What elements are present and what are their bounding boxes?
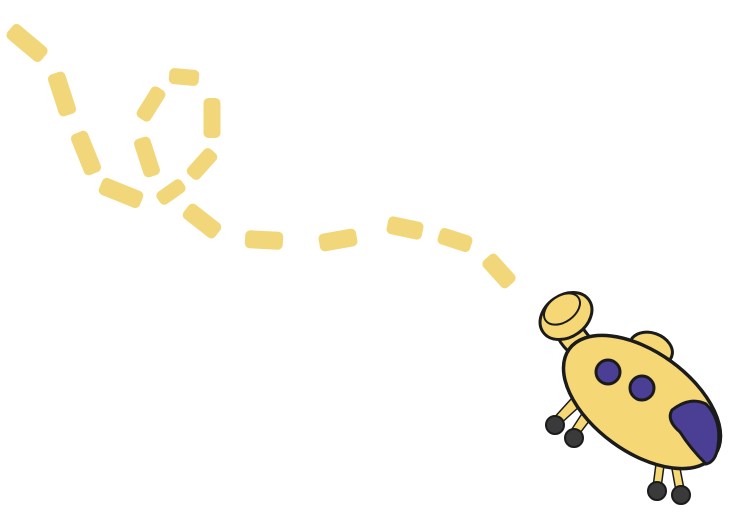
wheel-icon [564,428,584,448]
tail-cap-rim [542,292,582,326]
trail-dash [6,24,48,62]
trail-dash [203,98,221,138]
trail-dash [186,148,218,180]
airship-icon [538,290,723,505]
trail-dash [182,203,222,239]
trail-dash [168,68,200,86]
trail-dash [136,86,166,122]
trail-dash [70,130,102,176]
wheel-icon [545,415,565,435]
cockpit-window [668,399,721,466]
trail-dash [47,71,77,117]
porthole-window [628,374,656,402]
trail-dash [482,253,516,289]
trail-dash [386,216,424,240]
wheel-icon [647,481,667,501]
trail-dash [156,179,186,205]
wheel-icon [671,485,691,505]
trail-dash [437,227,473,253]
dashed-flight-path [6,24,516,289]
trail-dash [244,230,284,250]
trail-dash [134,136,160,178]
porthole-window [594,358,622,386]
trail-dash [98,177,144,209]
trail-dash [318,228,358,252]
